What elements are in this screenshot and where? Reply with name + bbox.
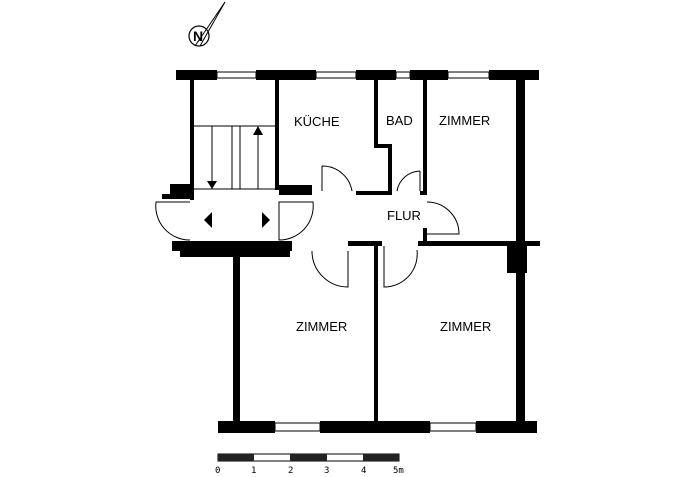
label-kitchen: KÜCHE bbox=[294, 114, 340, 129]
label-room-bottom-right: ZIMMER bbox=[440, 319, 491, 334]
stair-arrows bbox=[204, 126, 270, 228]
scale-tick-0: 0 bbox=[215, 466, 220, 476]
walls bbox=[162, 70, 540, 433]
doors bbox=[155, 165, 460, 288]
label-bath: BAD bbox=[386, 113, 413, 128]
label-room-bottom-left: ZIMMER bbox=[296, 319, 347, 334]
scale-tick-2: 2 bbox=[288, 466, 293, 476]
arrow-up-icon bbox=[253, 126, 263, 135]
arrow-left-icon bbox=[204, 212, 212, 228]
arrow-down-icon bbox=[207, 181, 217, 189]
scale-tick-1: 1 bbox=[251, 466, 256, 476]
label-room-top-right: ZIMMER bbox=[439, 113, 490, 128]
scale-tick-4: 4 bbox=[361, 466, 366, 476]
scale-tick-5: 5m bbox=[393, 466, 404, 476]
north-letter: N bbox=[193, 28, 203, 44]
staircase bbox=[194, 125, 275, 190]
label-hall: FLUR bbox=[387, 208, 421, 223]
arrow-right-icon bbox=[262, 212, 270, 228]
scale-tick-3: 3 bbox=[324, 466, 329, 476]
scale-bar: 0 1 2 3 4 5m bbox=[215, 453, 404, 476]
windows bbox=[216, 71, 490, 432]
north-arrow-icon: N bbox=[188, 1, 226, 47]
